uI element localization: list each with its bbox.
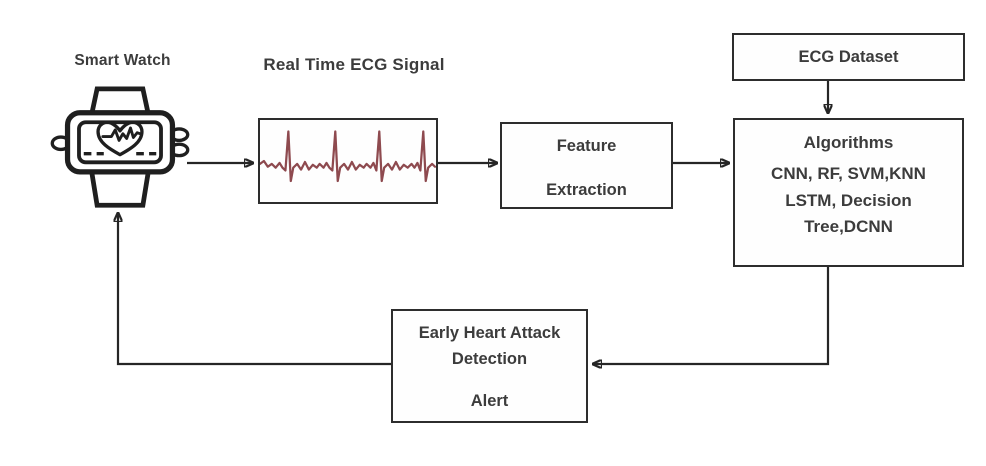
watch-screen [77, 120, 163, 165]
ecg-waveform-icon [260, 130, 436, 183]
smart-watch-label: Smart Watch [74, 52, 171, 69]
algorithms-box: Algorithms CNN, RF, SVM,KNN LSTM, Decisi… [733, 118, 964, 267]
watch-bottom-strap [88, 167, 152, 208]
ecg-dataset-box: ECG Dataset [732, 33, 965, 81]
ecg-signal-box [258, 118, 438, 204]
feature-extraction-box: Feature Extraction [500, 122, 673, 209]
alert-line2: Detection [451, 350, 528, 368]
alert-line3: Alert [470, 392, 509, 410]
alert-box: Early Heart Attack Detection Alert [391, 309, 588, 423]
ecg-dataset-label: ECG Dataset [798, 48, 899, 66]
algorithms-line: Tree,DCNN [804, 217, 893, 236]
connector-alert-to-watch [118, 214, 391, 366]
watch-body [64, 110, 176, 175]
watch-heart [96, 120, 144, 157]
smart-watch-icon [50, 86, 190, 208]
feature-extraction-line1: Feature [556, 137, 617, 155]
algorithms-line: CNN, RF, SVM,KNN [771, 164, 926, 183]
watch-heart-pulse [101, 126, 142, 142]
connector-algorithms-to-alert [594, 267, 830, 364]
algorithms-title: Algorithms [803, 133, 894, 152]
alert-line1: Early Heart Attack [418, 324, 561, 342]
feature-extraction-line2: Extraction [546, 181, 627, 199]
ecg-signal-label: Real Time ECG Signal [263, 55, 445, 74]
algorithms-line: LSTM, Decision [785, 190, 912, 210]
